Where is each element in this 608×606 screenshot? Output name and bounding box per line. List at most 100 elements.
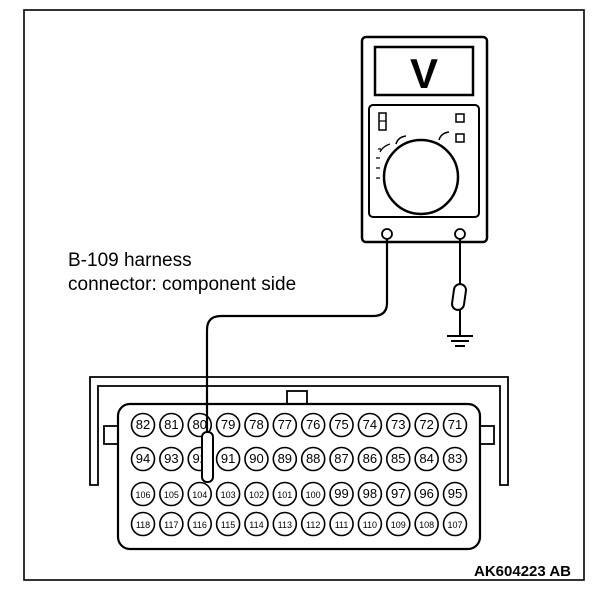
connector-pin-label: 97 — [391, 486, 405, 501]
connector-pin-88: 88 — [300, 446, 326, 472]
connector-pin-circle — [215, 481, 241, 507]
connector-pin-circle — [414, 446, 439, 472]
connector-pin-99: 99 — [329, 481, 354, 507]
connector-pin-circle — [159, 412, 184, 438]
probe-jack-left — [381, 228, 393, 240]
connector-pin-circle — [159, 511, 184, 537]
connector-pin-86: 86 — [357, 446, 383, 472]
connector-side-tab-left — [103, 425, 119, 445]
connector-pin-label: 110 — [363, 520, 377, 530]
connector-pin-circle — [159, 446, 184, 472]
connector-pin-82: 82 — [130, 412, 156, 438]
connector-pin-circle — [130, 446, 156, 472]
connector-pin-91: 91 — [215, 446, 241, 472]
connector-pin-circle — [215, 446, 241, 472]
connector-pin-label: 71 — [448, 417, 462, 432]
ground-probe — [447, 239, 473, 347]
connector-pin-84: 84 — [414, 446, 439, 472]
connector-pin-label: 99 — [334, 486, 348, 501]
test-probe-tip — [201, 431, 214, 483]
connector-pin-71: 71 — [442, 412, 468, 438]
connector-pin-circle — [385, 412, 411, 438]
connector-pin-106: 106 — [130, 481, 156, 507]
connector-pin-circle — [187, 412, 213, 438]
connector-pin-circle — [357, 412, 383, 438]
connector-pin-87: 87 — [329, 446, 354, 472]
connector-pin-96: 96 — [414, 481, 439, 507]
connector-pin-94: 94 — [130, 446, 156, 472]
connector-pin-circle — [329, 511, 354, 537]
connector-pin-115: 115 — [215, 511, 241, 537]
connector-pin-label: 101 — [277, 490, 292, 500]
connector-pin-77: 77 — [272, 412, 298, 438]
connector-pin-circle — [244, 481, 269, 507]
connector-pin-label: 108 — [419, 520, 434, 530]
connector-pin-label: 105 — [164, 490, 179, 500]
connector-pin-label: 100 — [306, 490, 321, 500]
connector-pin-circle — [414, 511, 439, 537]
connector-pin-circle — [272, 412, 298, 438]
test-probe-lead — [205, 239, 389, 432]
connector-pin-label: 96 — [419, 486, 433, 501]
connector-pin-111: 111 — [329, 511, 354, 537]
connector-pin-79: 79 — [215, 412, 241, 438]
connector-pin-label: 91 — [221, 451, 235, 466]
connector-pin-circle — [385, 511, 411, 537]
connector-pin-circle — [300, 511, 326, 537]
connector-pin-label: 107 — [447, 520, 462, 530]
connector-pin-label: 114 — [249, 520, 263, 530]
voltmeter: V — [360, 35, 489, 244]
connector-pin-label: 111 — [335, 520, 349, 530]
connector-pin-102: 102 — [244, 481, 269, 507]
connector-pin-label: 106 — [135, 490, 150, 500]
connector-pin-label: 117 — [164, 520, 178, 530]
connector-pin-circle — [272, 511, 298, 537]
connector-pin-label: 73 — [391, 417, 405, 432]
connector-pin-circle — [244, 511, 269, 537]
connector-pin-label: 74 — [363, 417, 377, 432]
connector-pin-110: 110 — [357, 511, 383, 537]
connector-pin-label: 77 — [278, 417, 292, 432]
connector-pin-circle — [272, 481, 298, 507]
connector-pin-97: 97 — [385, 481, 411, 507]
connector-pin-113: 113 — [272, 511, 298, 537]
connector-pin-circle — [357, 446, 383, 472]
connector-pin-circle — [442, 412, 468, 438]
figure-code: AK604223 AB — [474, 563, 571, 580]
connector-pin-label: 90 — [249, 451, 263, 466]
connector-pin-76: 76 — [300, 412, 326, 438]
connector-pin-circle — [385, 446, 411, 472]
connector-pin-label: 75 — [334, 417, 348, 432]
connector-pin-label: 85 — [391, 451, 405, 466]
connector-pin-circle — [329, 481, 354, 507]
connector-pin-label: 86 — [363, 451, 377, 466]
connector-pin-circle — [442, 446, 468, 472]
connector-pin-118: 118 — [130, 511, 156, 537]
connector-pin-label: 116 — [193, 520, 207, 530]
ground-probe-clip — [451, 283, 467, 311]
connector-pin-label: 84 — [419, 451, 433, 466]
connector-pin-circle — [244, 446, 269, 472]
connector-pin-108: 108 — [414, 511, 439, 537]
connector-pin-circle — [272, 446, 298, 472]
connector-pin-72: 72 — [414, 412, 439, 438]
connector-pin-label: 98 — [363, 486, 377, 501]
connector-pin-circle — [414, 481, 439, 507]
connector-pin-label: 102 — [249, 490, 264, 500]
connector-pin-circle — [357, 511, 383, 537]
connector-pin-circle — [130, 511, 156, 537]
connector-pin-circle — [130, 481, 156, 507]
probe-jack-right — [454, 228, 466, 240]
connector-pin-85: 85 — [385, 446, 411, 472]
connector-pin-circle — [244, 412, 269, 438]
connector-pin-label: 76 — [306, 417, 320, 432]
connector-pin-circle — [187, 481, 213, 507]
connector-pin-107: 107 — [442, 511, 468, 537]
connector-caption-line1: B-109 harness — [68, 250, 192, 271]
connector-pin-label: 93 — [164, 451, 178, 466]
connector-pin-93: 93 — [159, 446, 184, 472]
connector-pin-circle — [159, 481, 184, 507]
connector-pin-label: 88 — [306, 451, 320, 466]
